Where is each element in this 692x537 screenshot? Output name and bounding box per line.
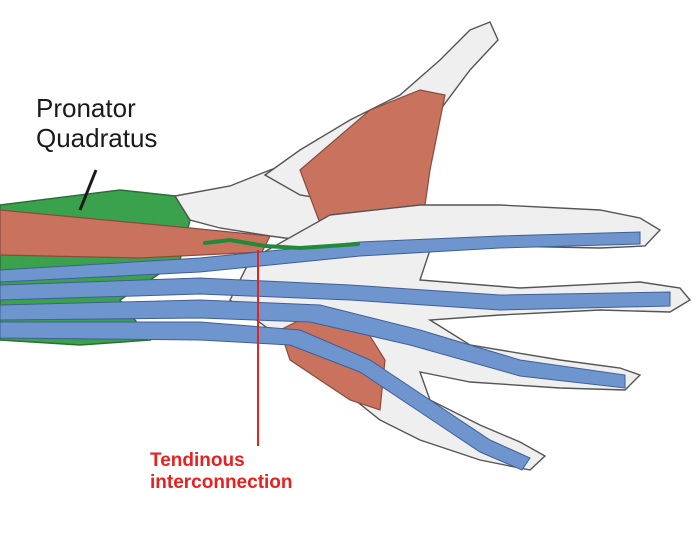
pronator-quadratus-label-line2: Quadratus — [36, 122, 158, 153]
tendinous-interconnection-line — [203, 237, 360, 251]
tendinous-interconnection-label: Tendinous interconnection — [150, 450, 293, 494]
pronator-quadratus-label-line1: Pronator — [36, 93, 136, 123]
metacarpal-bones — [229, 204, 692, 471]
tendon-middle — [0, 277, 671, 311]
tendinous-interconnection-label-line1: Tendinous — [150, 450, 245, 471]
pronator-quadratus-pointer — [78, 169, 98, 211]
pronator-quadratus-label: Pronator Quadratus — [36, 93, 158, 154]
tendon-ring — [0, 299, 626, 389]
tendinous-interconnection-label-line2: interconnection — [150, 471, 293, 493]
tendon-little — [0, 321, 531, 471]
